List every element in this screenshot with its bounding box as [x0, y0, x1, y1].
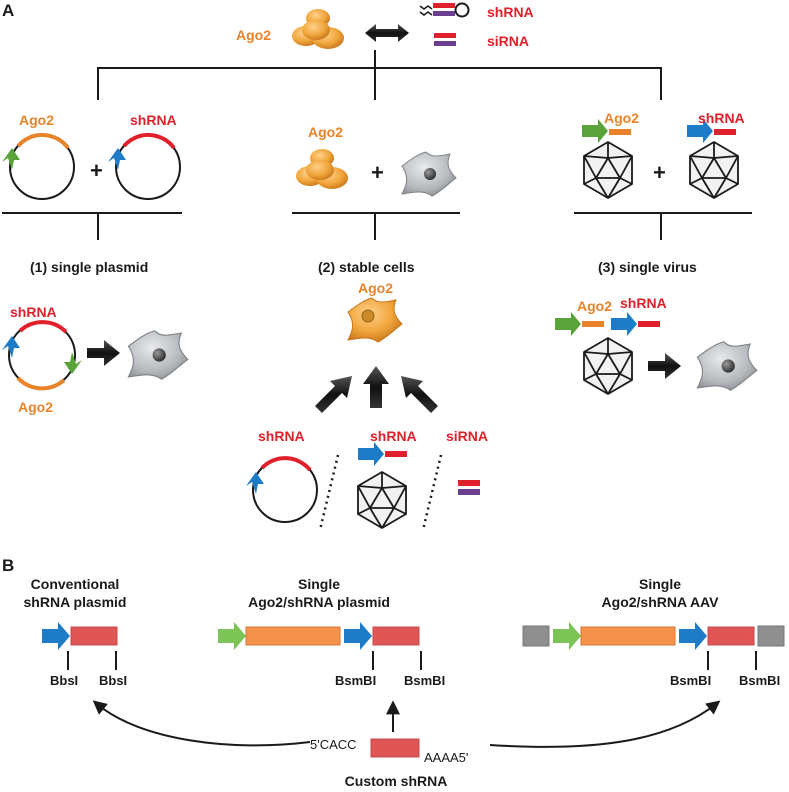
- single-plasmid-title-line1: Single: [298, 576, 340, 592]
- top-ago2-protein-icon: [292, 9, 344, 49]
- custom-shrna-insert: [370, 738, 420, 758]
- col3-virus-ago2-icon: [583, 141, 633, 199]
- aav-title-line1: Single: [639, 576, 681, 592]
- bottom-virus-icon: [357, 471, 407, 529]
- aav-construct: [522, 622, 785, 650]
- col2-plus: +: [371, 160, 384, 185]
- col3-plus: +: [653, 160, 666, 185]
- conv-site-ticks: [67, 651, 117, 670]
- shrna-plasmid-icon: [108, 132, 181, 200]
- col1-plus: +: [90, 158, 103, 183]
- dual-plasmid-shrna-label: shRNA: [10, 304, 57, 320]
- option1-label: (1) single plasmid: [30, 259, 148, 275]
- dual-plasmid-icon: [2, 320, 82, 391]
- single-plasmid-construct: [218, 622, 420, 650]
- custom-shrna-title: Custom shRNA: [345, 773, 448, 789]
- single-plasmid-site-1-label: BsmBI: [335, 673, 376, 688]
- top-shrna-hairpin-icon: [419, 2, 470, 18]
- row2-right-virus-icon: [583, 337, 633, 395]
- custom-shrna-arrows: [92, 700, 721, 748]
- aav-title-line2: Ago2/shRNA AAV: [602, 594, 720, 610]
- conv-site-2-label: BbsI: [99, 673, 127, 688]
- ago2-stable-cell-icon: [347, 297, 403, 343]
- panel-a-letter: A: [2, 1, 14, 20]
- col2-bracket: [292, 212, 460, 240]
- conv-title-line1: Conventional: [31, 576, 120, 592]
- panel-b-letter: B: [2, 556, 14, 575]
- conv-construct: [42, 622, 118, 650]
- bottom-virus-shrna-label: shRNA: [370, 428, 417, 444]
- row2-right-arrow-icon: [648, 353, 681, 379]
- col2-ago2-label: Ago2: [308, 124, 343, 140]
- double-arrow-icon: [365, 24, 409, 42]
- row2-left-arrow-icon: [87, 340, 120, 366]
- col3-ago2-label: Ago2: [604, 110, 639, 126]
- separator-2: [421, 454, 443, 531]
- ago2-cell-label: Ago2: [358, 280, 393, 296]
- aav-site-2-label: BsmBI: [739, 673, 780, 688]
- dual-plasmid-ago2-label: Ago2: [18, 399, 53, 415]
- top-sirna-icon: [434, 33, 456, 46]
- bottom-plasmid-shrna-label: shRNA: [258, 428, 305, 444]
- conv-site-1-label: BbsI: [50, 673, 78, 688]
- col1-bracket: [2, 212, 182, 240]
- custom-5prime-label: 5'CACC: [310, 737, 357, 752]
- row2-right-ago2-label: Ago2: [577, 298, 612, 314]
- col3-shrna-cassette: [687, 119, 736, 143]
- col1-ago2-label: Ago2: [19, 112, 54, 128]
- single-plasmid-site-2-label: BsmBI: [404, 673, 445, 688]
- top-shrna-label: shRNA: [487, 4, 534, 20]
- bottom-shrna-plasmid-icon: [246, 456, 318, 523]
- ago2-plasmid-icon: [2, 132, 75, 200]
- col3-bracket: [574, 212, 752, 240]
- col3-shrna-label: shRNA: [698, 110, 745, 126]
- conv-title-line2: shRNA plasmid: [24, 594, 127, 610]
- aav-site-ticks: [707, 651, 757, 670]
- col2-ago2-protein-icon: [296, 149, 348, 189]
- top-bracket: [97, 50, 662, 100]
- row2-right-cell-icon: [696, 341, 758, 391]
- row2-right-shrna-label: shRNA: [620, 295, 667, 311]
- top-sirna-label: siRNA: [487, 33, 529, 49]
- col3-ago2-cassette: [582, 119, 631, 143]
- option2-label: (2) stable cells: [318, 259, 415, 275]
- col3-virus-shrna-icon: [689, 141, 739, 199]
- single-plasmid-title-line2: Ago2/shRNA plasmid: [248, 594, 390, 610]
- col1-shrna-label: shRNA: [130, 112, 177, 128]
- bottom-virus-cassette: [358, 442, 407, 466]
- aav-site-1-label: BsmBI: [670, 673, 711, 688]
- custom-3prime-label: AAAA5': [424, 750, 468, 765]
- converging-arrows-icon: [315, 366, 438, 413]
- bottom-sirna-icon: [458, 480, 480, 495]
- single-plasmid-site-ticks: [372, 651, 422, 670]
- separator-1: [318, 454, 340, 531]
- row2-left-cell-icon: [127, 330, 189, 380]
- bottom-sirna-label: siRNA: [446, 428, 488, 444]
- row2-right-cassette: [555, 312, 660, 336]
- option3-label: (3) single virus: [598, 259, 697, 275]
- top-ago2-label: Ago2: [236, 27, 271, 43]
- col2-cell-icon: [401, 151, 457, 197]
